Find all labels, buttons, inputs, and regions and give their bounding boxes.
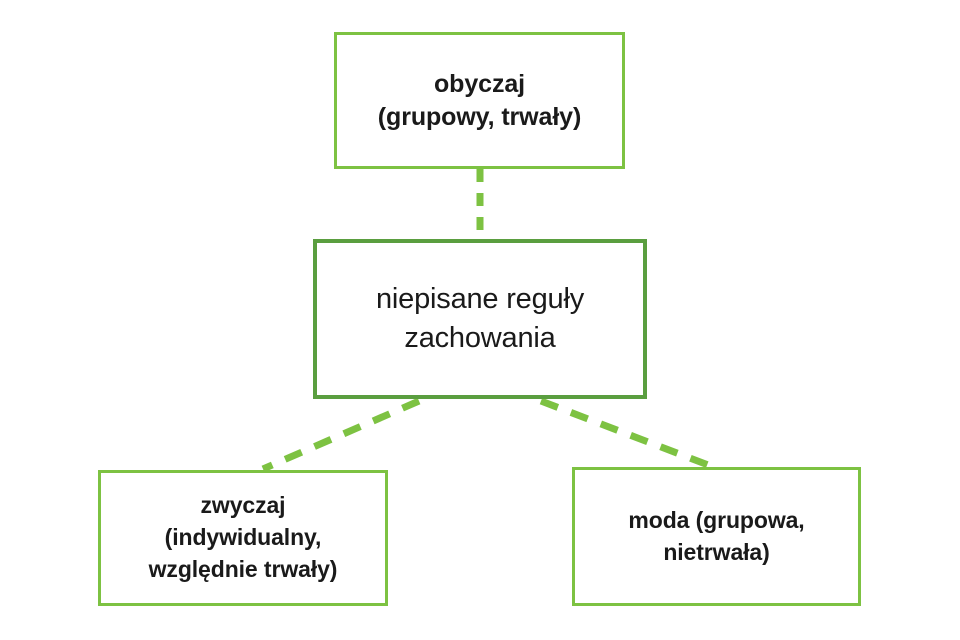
- connector-reguly-to-zwyczaj: [261, 397, 421, 473]
- node-obyczaj-label: obyczaj (grupowy, trwały): [377, 69, 582, 131]
- node-niepisane-reguly-zachowania: niepisane reguły zachowania: [313, 239, 647, 399]
- node-moda-label: moda (grupowa, nietrwała): [628, 506, 805, 565]
- node-zwyczaj: zwyczaj (indywidualny, względnie trwały): [98, 470, 388, 606]
- node-moda: moda (grupowa, nietrwała): [572, 467, 861, 606]
- node-obyczaj: obyczaj (grupowy, trwały): [334, 32, 625, 169]
- node-zwyczaj-label: zwyczaj (indywidualny, względnie trwały): [148, 492, 338, 582]
- node-niepisane-reguly-zachowania-label: niepisane reguły zachowania: [376, 282, 584, 354]
- connector-reguly-to-moda: [539, 397, 718, 472]
